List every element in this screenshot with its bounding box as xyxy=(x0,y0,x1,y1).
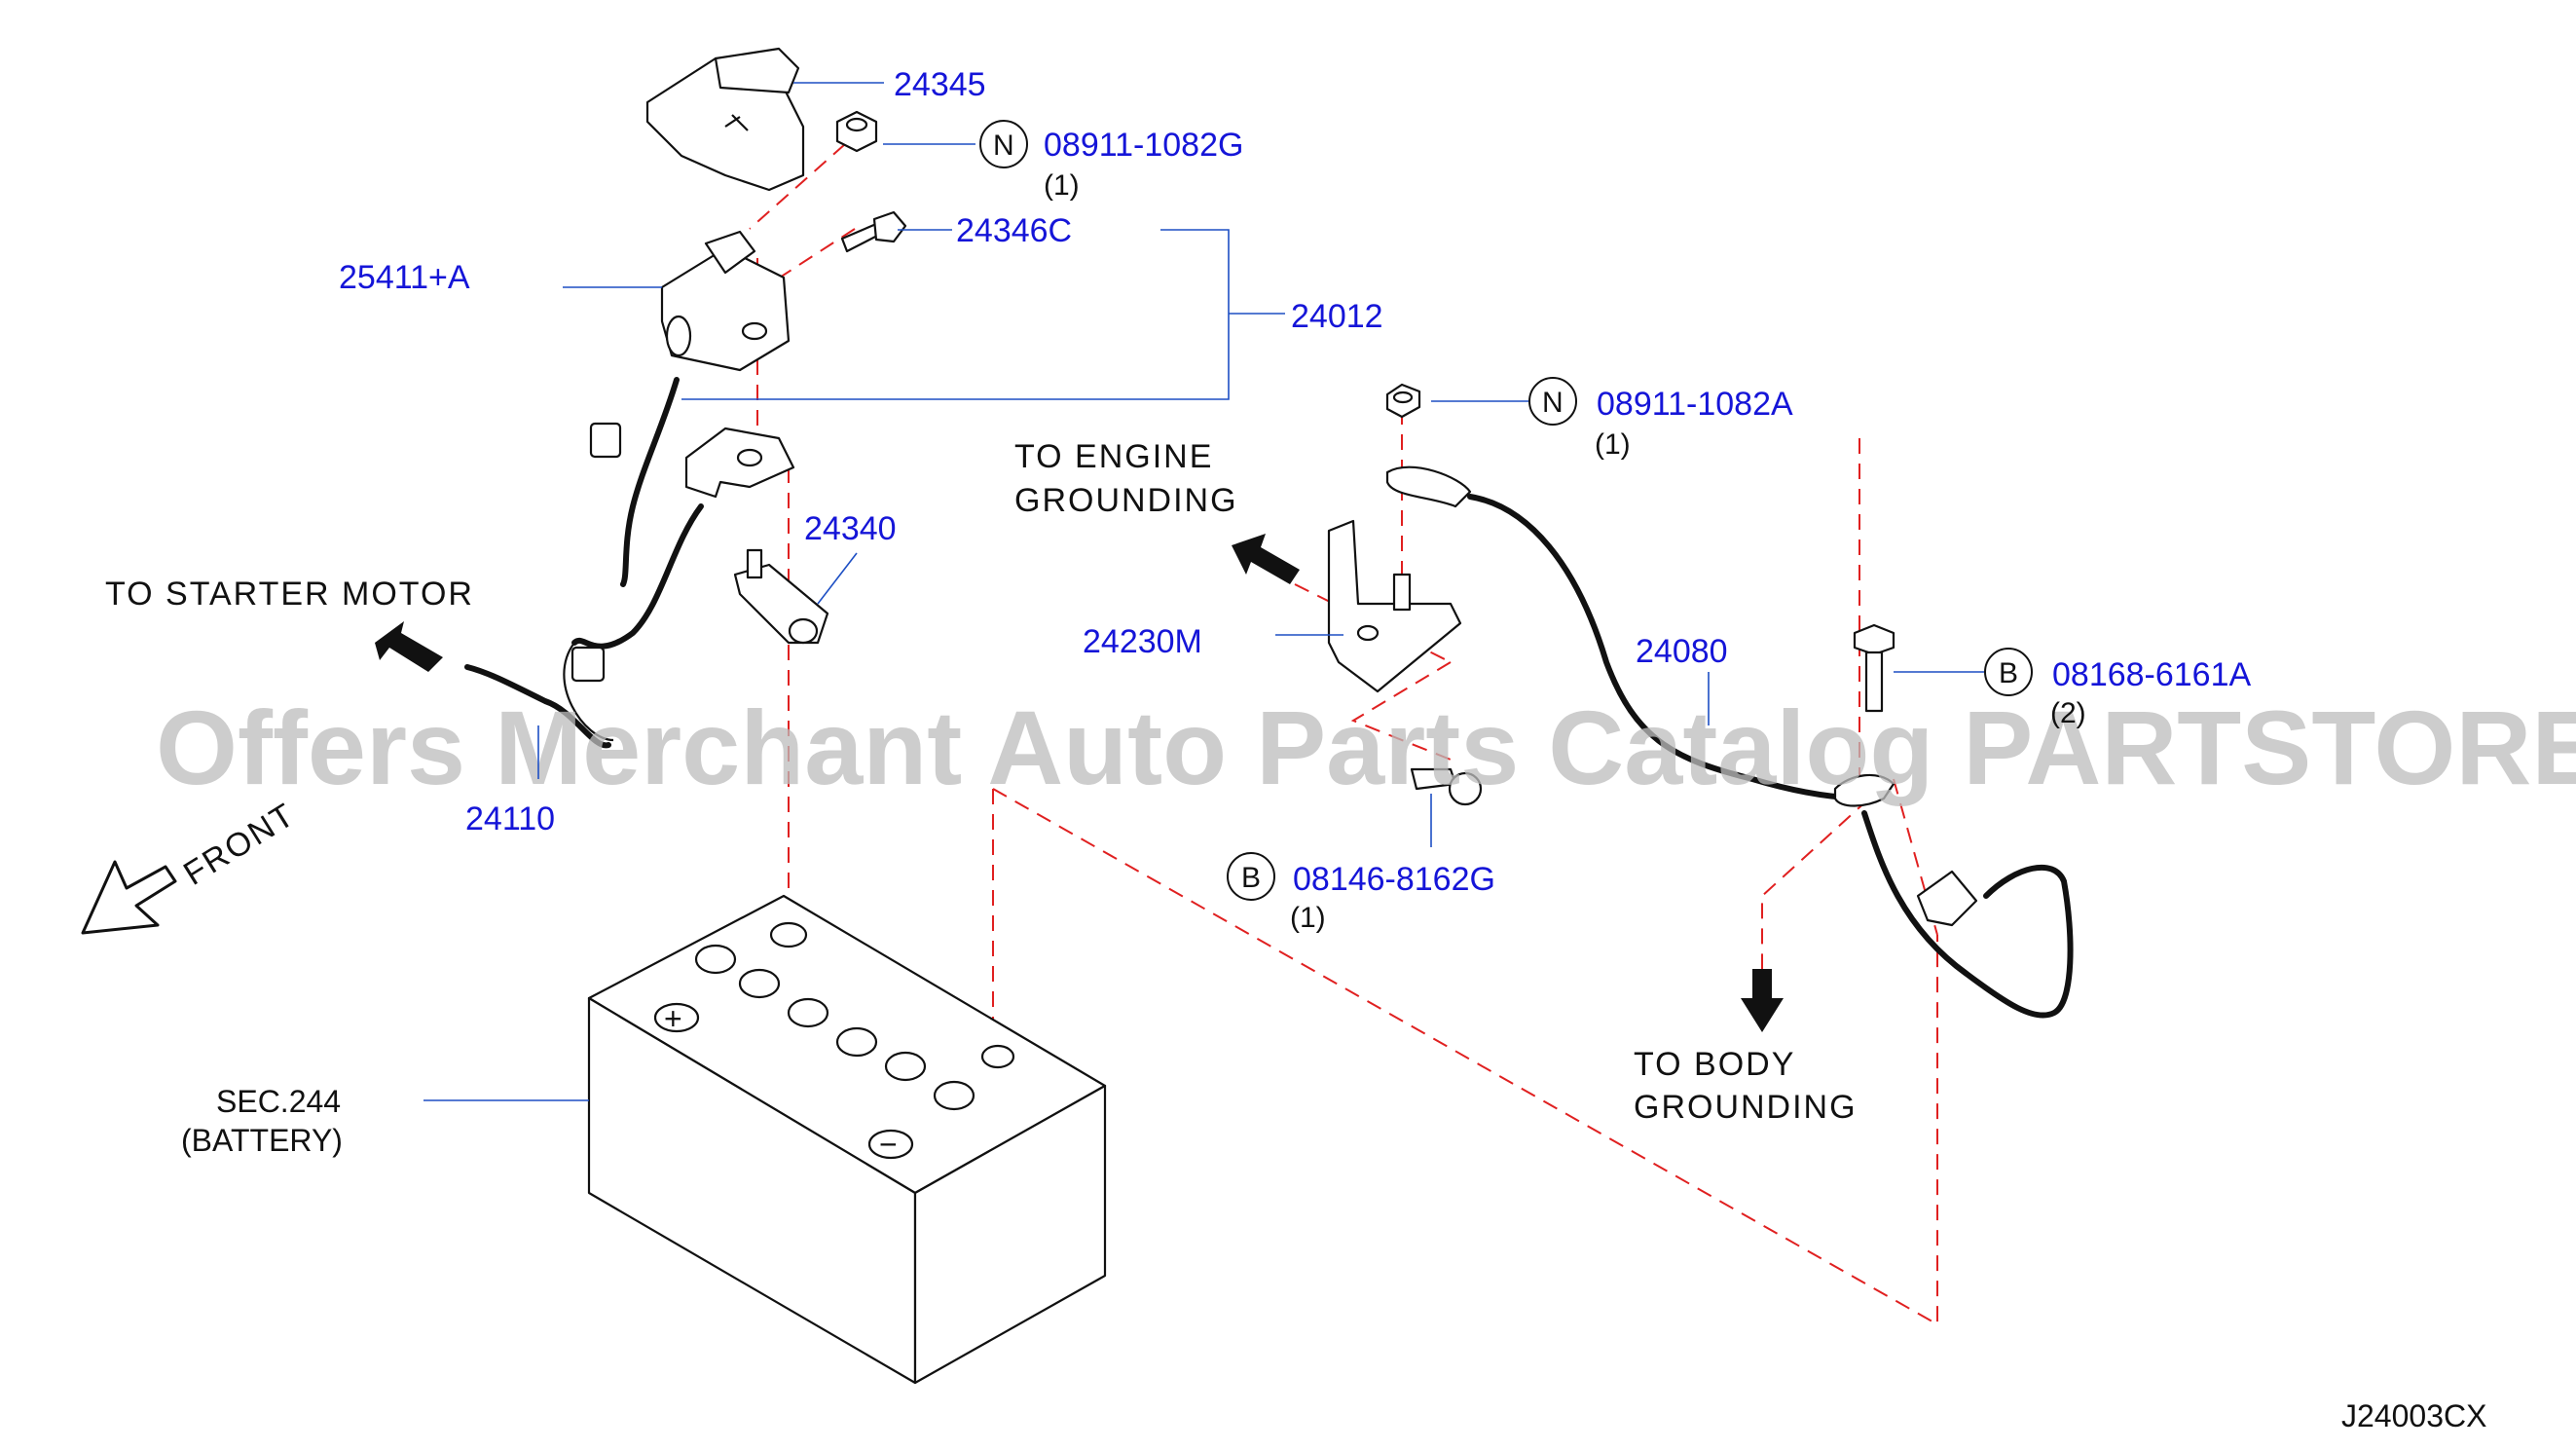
bracket-24230M xyxy=(1327,519,1462,693)
battery-clamp-24340 xyxy=(733,548,829,645)
badge-b-1: B xyxy=(1999,657,2018,689)
part-label-24345[interactable]: 24345 xyxy=(894,66,986,103)
callout-body-grounding-line2: GROUNDING xyxy=(1634,1089,1858,1126)
callout-engine-grounding-line2: GROUNDING xyxy=(1014,482,1238,519)
fusible-link-25411A xyxy=(660,230,791,372)
callout-battery-line2[interactable]: (BATTERY) xyxy=(181,1123,343,1158)
badge-b-2: B xyxy=(1241,862,1261,894)
part-label-24340[interactable]: 24340 xyxy=(804,510,897,547)
body-grounding-arrow-icon xyxy=(1741,969,1784,1032)
qty-label-08146-8162G: (1) xyxy=(1290,902,1326,934)
part-label-24346C[interactable]: 24346C xyxy=(956,212,1072,249)
screw-08146-8162G xyxy=(1410,767,1483,806)
qty-label-08911-1082G: (1) xyxy=(1044,169,1080,202)
watermark-text: Offers Merchant Auto Parts Catalog PARTS… xyxy=(156,688,2576,806)
clamp-bracket xyxy=(684,427,795,499)
badge-b-circle-1 xyxy=(1984,648,2033,696)
bolt-24346C xyxy=(840,210,907,253)
badge-n-2: N xyxy=(1542,387,1564,419)
battery-minus-symbol: − xyxy=(879,1127,898,1162)
callout-battery-line1[interactable]: SEC.244 xyxy=(216,1084,341,1119)
leader-lines xyxy=(423,82,1984,1101)
part-label-08911-1082A[interactable]: 08911-1082A xyxy=(1597,386,1793,423)
harness-24110 xyxy=(464,377,704,749)
badge-b-circle-2 xyxy=(1227,852,1275,901)
callout-body-grounding-line1: TO BODY xyxy=(1634,1046,1795,1083)
front-arrow-icon xyxy=(81,860,177,935)
part-label-08168-6161A[interactable]: 08168-6161A xyxy=(2052,656,2252,693)
nut-08911-1082A xyxy=(1385,383,1421,419)
ground-cable-24080 xyxy=(1385,465,2074,1019)
nut-08911-1082G xyxy=(835,110,878,153)
part-label-24012[interactable]: 24012 xyxy=(1291,298,1383,335)
bolt-08168-6161A xyxy=(1853,623,1895,713)
front-label: FRONT xyxy=(177,796,302,893)
part-label-25411A[interactable]: 25411+A xyxy=(339,259,470,296)
callout-engine-grounding-line1: TO ENGINE xyxy=(1014,438,1213,475)
badge-n-circle-2 xyxy=(1528,377,1577,426)
part-label-24080[interactable]: 24080 xyxy=(1636,633,1728,670)
engine-grounding-arrow-icon xyxy=(1232,534,1300,584)
battery-sec244 xyxy=(587,894,1107,1385)
badge-n-circle-1 xyxy=(979,120,1028,168)
qty-label-08168-6161A: (2) xyxy=(2050,697,2086,729)
starter-motor-arrow-icon xyxy=(375,621,443,672)
qty-label-08911-1082A: (1) xyxy=(1595,428,1631,461)
part-label-08911-1082G[interactable]: 08911-1082G xyxy=(1044,127,1243,164)
badge-n-1: N xyxy=(993,130,1014,162)
part-label-08146-8162G[interactable]: 08146-8162G xyxy=(1293,861,1495,898)
terminal-cover-24345 xyxy=(645,47,805,192)
part-label-24110[interactable]: 24110 xyxy=(465,800,555,837)
part-label-24230M[interactable]: 24230M xyxy=(1083,623,1202,660)
battery-plus-symbol: + xyxy=(664,1001,682,1036)
callout-starter-motor: TO STARTER MOTOR xyxy=(105,576,474,613)
diagram-code: J24003CX xyxy=(2341,1398,2486,1433)
